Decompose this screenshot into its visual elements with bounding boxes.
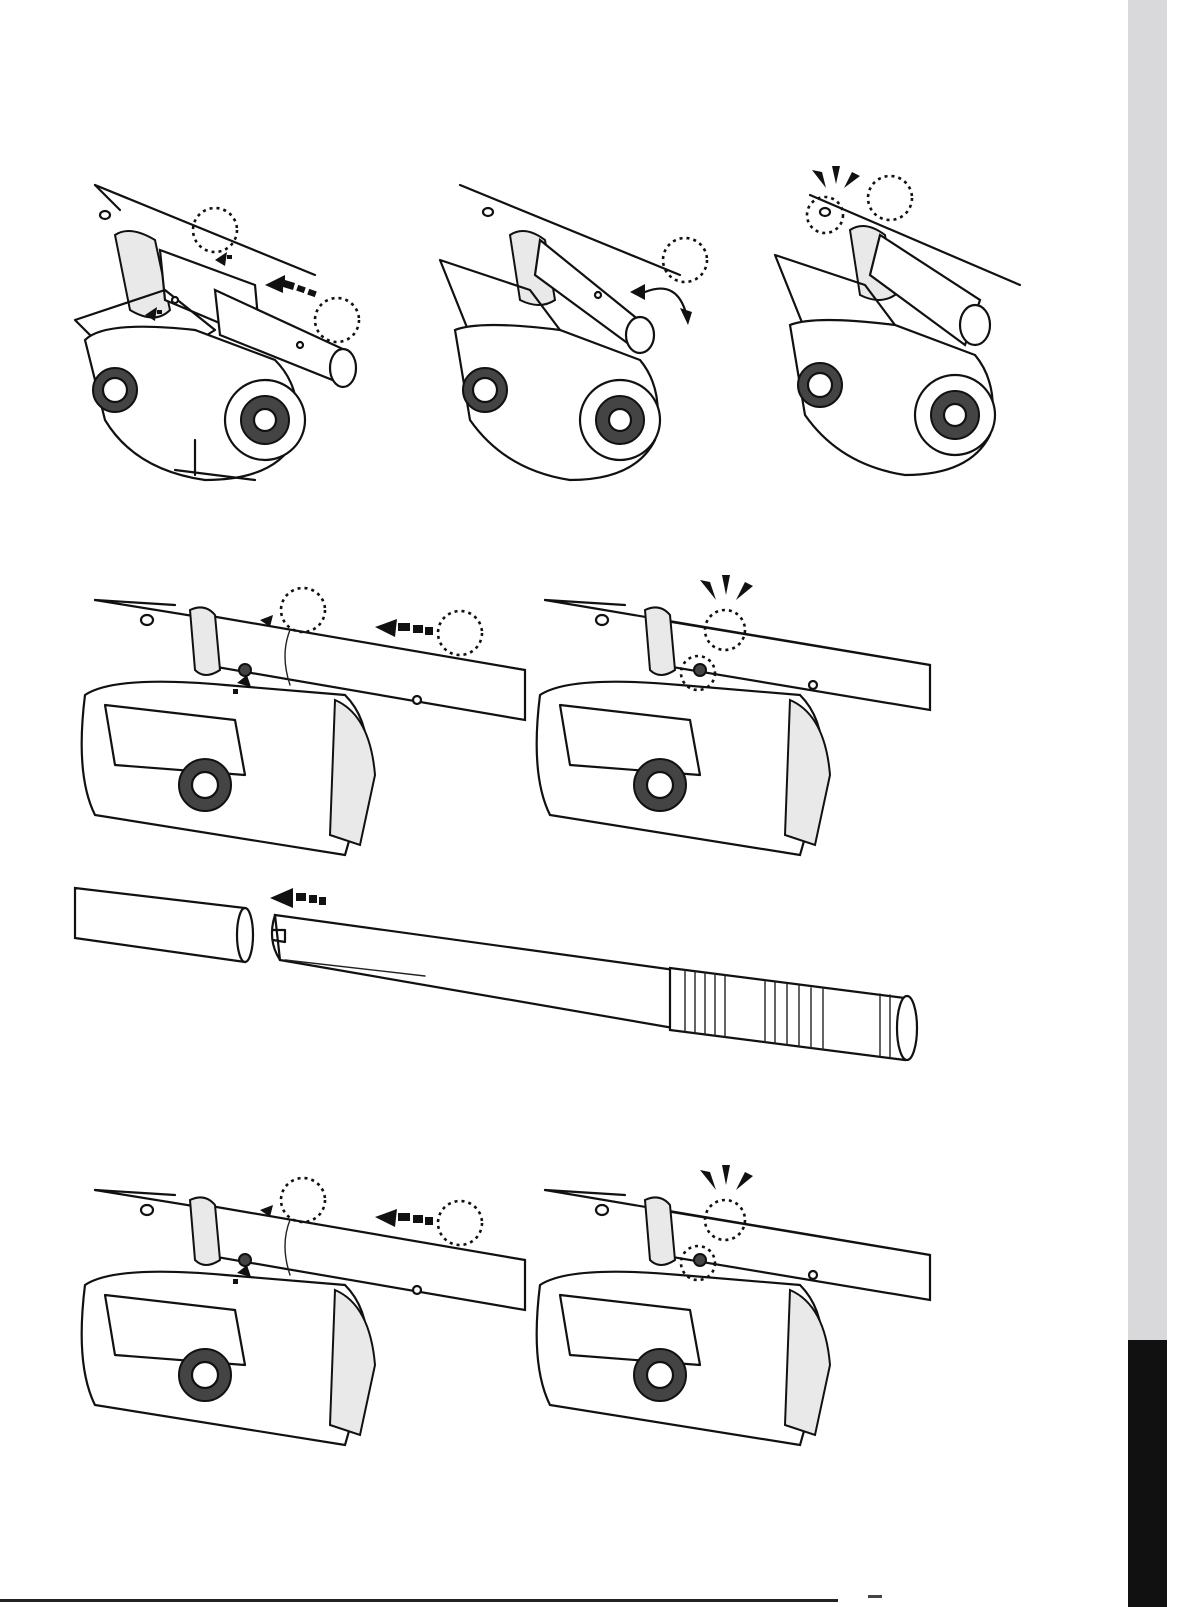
callout-circle xyxy=(438,1201,482,1245)
figure-step-4b xyxy=(530,1160,930,1450)
figure-step-1a xyxy=(75,180,395,490)
callout-circle xyxy=(868,176,912,220)
detent-arrow-icon xyxy=(215,252,232,266)
callout-circle xyxy=(315,298,359,342)
page-number-mark xyxy=(868,1595,882,1598)
push-arrow-icon xyxy=(375,619,433,637)
push-arrow-icon xyxy=(270,888,326,908)
side-tab-dark xyxy=(1128,1340,1167,1607)
bottom-rule xyxy=(0,1599,838,1602)
callout-circle xyxy=(438,611,482,655)
callout-circle xyxy=(663,238,707,282)
figure-step-2a xyxy=(75,575,525,865)
click-mark-icon xyxy=(700,575,753,600)
figure-step-2b xyxy=(530,570,930,860)
callout-circle xyxy=(193,208,237,252)
side-tab-light xyxy=(1128,0,1167,1340)
click-mark-icon xyxy=(700,1165,753,1190)
figure-step-1b xyxy=(440,180,740,490)
callout-circle xyxy=(281,588,325,632)
push-arrow-icon xyxy=(265,275,317,297)
push-arrow-icon xyxy=(375,1209,433,1227)
figure-step-3-handle xyxy=(75,880,945,1100)
callout-circle xyxy=(281,1178,325,1222)
click-mark-icon xyxy=(812,166,860,188)
figure-step-4a xyxy=(75,1165,525,1455)
figure-step-1c xyxy=(770,170,1030,490)
